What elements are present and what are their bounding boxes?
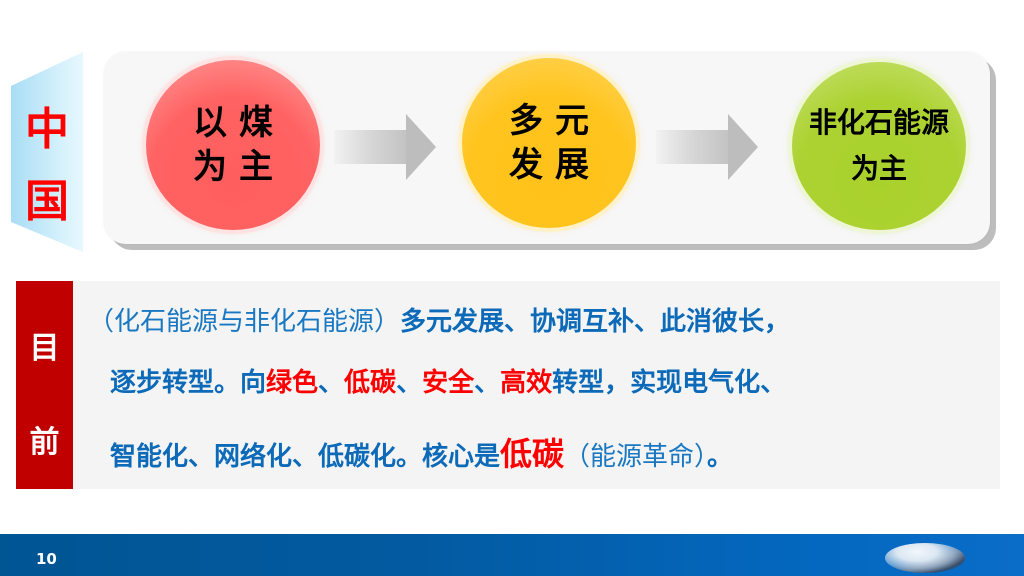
arrow-right-icon [334,114,436,180]
stage-2-line-2: 发展 [509,145,601,185]
separator: 、 [474,368,501,398]
stage-coal-dominant: 以煤 为主 [146,60,320,230]
separator: 、 [396,368,423,398]
china-label-panel [11,52,83,252]
stage-non-fossil-dominant: 非化石能源 为主 [792,62,966,230]
current-char-qian: 前 [29,425,60,460]
stage-1-line-1: 以煤 [193,103,285,143]
period: 。 [707,442,734,472]
energy-revolution-note: （能源革命） [564,442,708,472]
footer-bar [0,534,1024,576]
electrification-text: 转型，实现电气化、 [552,368,787,398]
transition-text: 逐步转型。向 [110,368,267,398]
keyword-low-carbon: 低碳 [344,368,397,398]
current-char-mu: 目 [29,331,60,366]
diversified-text: 多元发展、协调互补、此消彼长， [400,307,791,337]
description-line-3: 智能化、网络化、低碳化。核心是低碳（能源革命）。 [110,438,733,470]
fossil-nonfossil-note: （化石能源与非化石能源） [88,307,401,337]
china-char-guo: 国 [25,176,69,227]
stage-3-line-1: 非化石能源 [808,106,949,139]
smart-network-text: 智能化、网络化、低碳化。核心是 [110,442,501,472]
description-line-1: （化石能源与非化石能源）多元发展、协调互补、此消彼长， [88,309,790,335]
solar-panels-image [885,543,965,573]
keyword-core-low-carbon: 低碳 [500,435,565,473]
page-number: 10 [36,550,57,568]
keyword-green: 绿色 [266,368,319,398]
stage-1-line-2: 为主 [193,147,285,187]
current-description-box [73,281,1000,489]
stage-diversified-development: 多元 发展 [462,58,636,228]
stage-3-line-2: 为主 [850,152,907,185]
keyword-safe: 安全 [422,368,475,398]
stage-2-line-1: 多元 [509,101,601,141]
arrow-right-icon [656,114,758,180]
separator: 、 [318,368,345,398]
keyword-efficient: 高效 [500,368,553,398]
china-char-zhong: 中 [25,104,69,155]
description-line-2: 逐步转型。向绿色、低碳、安全、高效转型，实现电气化、 [110,370,786,396]
current-label-box [16,281,73,489]
